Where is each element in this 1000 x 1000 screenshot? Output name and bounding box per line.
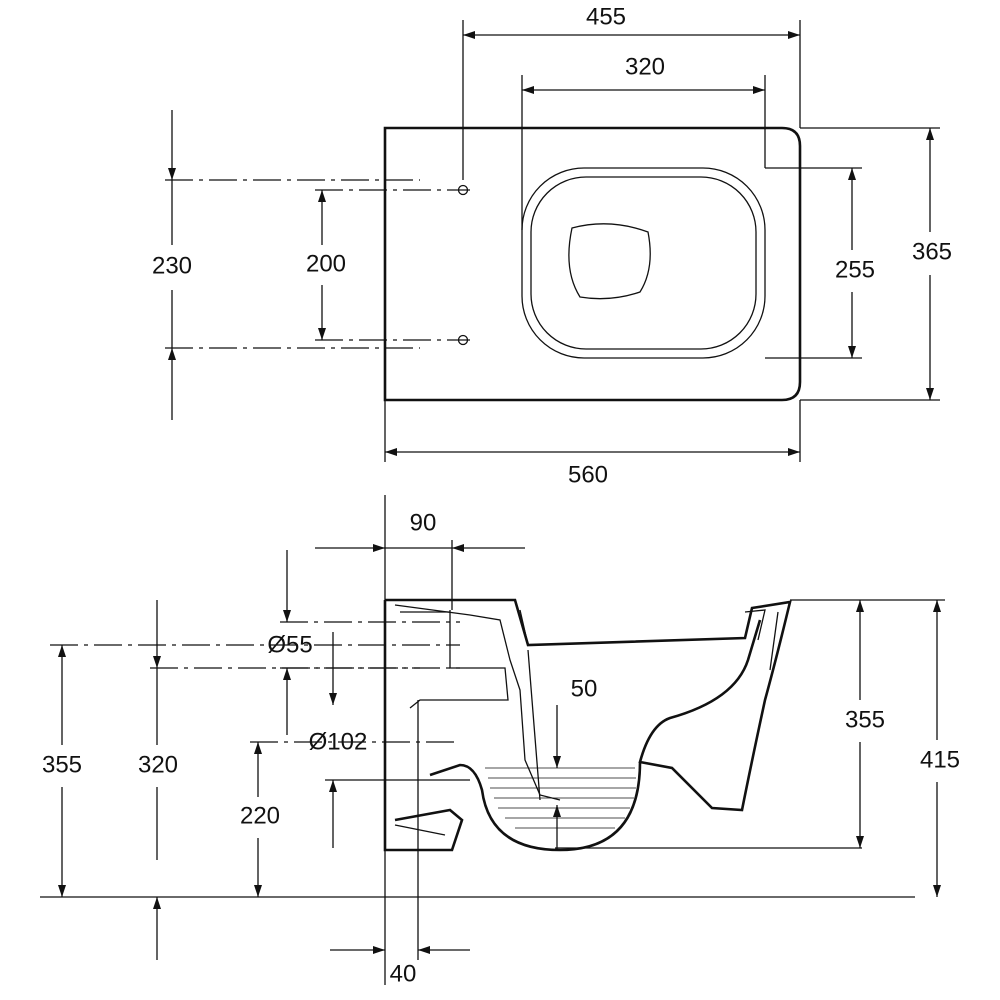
dim-d102: Ø102	[309, 632, 368, 848]
dim-label: 255	[835, 256, 875, 283]
top-view: 455 320 230 200 255 365	[152, 3, 952, 488]
side-view: 90 Ø55 Ø102 50 355 320	[40, 495, 960, 987]
dim-label: 200	[306, 250, 346, 277]
dim-320-top: 320	[522, 53, 765, 94]
dim-label: 365	[912, 238, 952, 265]
dim-40: 40	[330, 946, 470, 987]
dim-255: 255	[835, 168, 875, 358]
dim-415: 415	[920, 600, 960, 897]
bowl-hole	[568, 223, 651, 300]
dim-label: Ø55	[267, 631, 312, 658]
dim-230: 230	[152, 110, 192, 420]
dim-label: 40	[390, 960, 417, 987]
dim-320-side: 320	[138, 600, 178, 960]
dim-label: 455	[586, 3, 626, 30]
dim-355-right: 355	[845, 600, 885, 848]
dim-d55: Ø55	[267, 550, 313, 735]
toilet-profile	[383, 598, 792, 852]
dim-355-left: 355	[42, 645, 82, 897]
seat-opening	[521, 167, 766, 359]
dim-label: 220	[240, 802, 280, 829]
dim-label: 415	[920, 746, 960, 773]
dim-50: 50	[553, 675, 598, 850]
dim-label: 355	[845, 706, 885, 733]
dim-220: 220	[240, 742, 280, 897]
dim-label: 50	[571, 675, 598, 702]
dim-200: 200	[306, 190, 346, 340]
water-level	[485, 767, 636, 829]
dim-455: 455	[463, 3, 800, 39]
dim-label: 320	[625, 53, 665, 80]
bowl-outline-top	[383, 126, 802, 402]
seat-inner	[530, 176, 757, 350]
dim-label: 355	[42, 751, 82, 778]
dim-label: 230	[152, 252, 192, 279]
dim-label: 90	[410, 509, 437, 536]
dim-560: 560	[385, 448, 800, 488]
dim-label: 320	[138, 751, 178, 778]
dim-label: Ø102	[309, 728, 368, 755]
dim-365: 365	[912, 128, 952, 400]
dim-label: 560	[568, 461, 608, 488]
dim-90: 90	[315, 509, 525, 552]
